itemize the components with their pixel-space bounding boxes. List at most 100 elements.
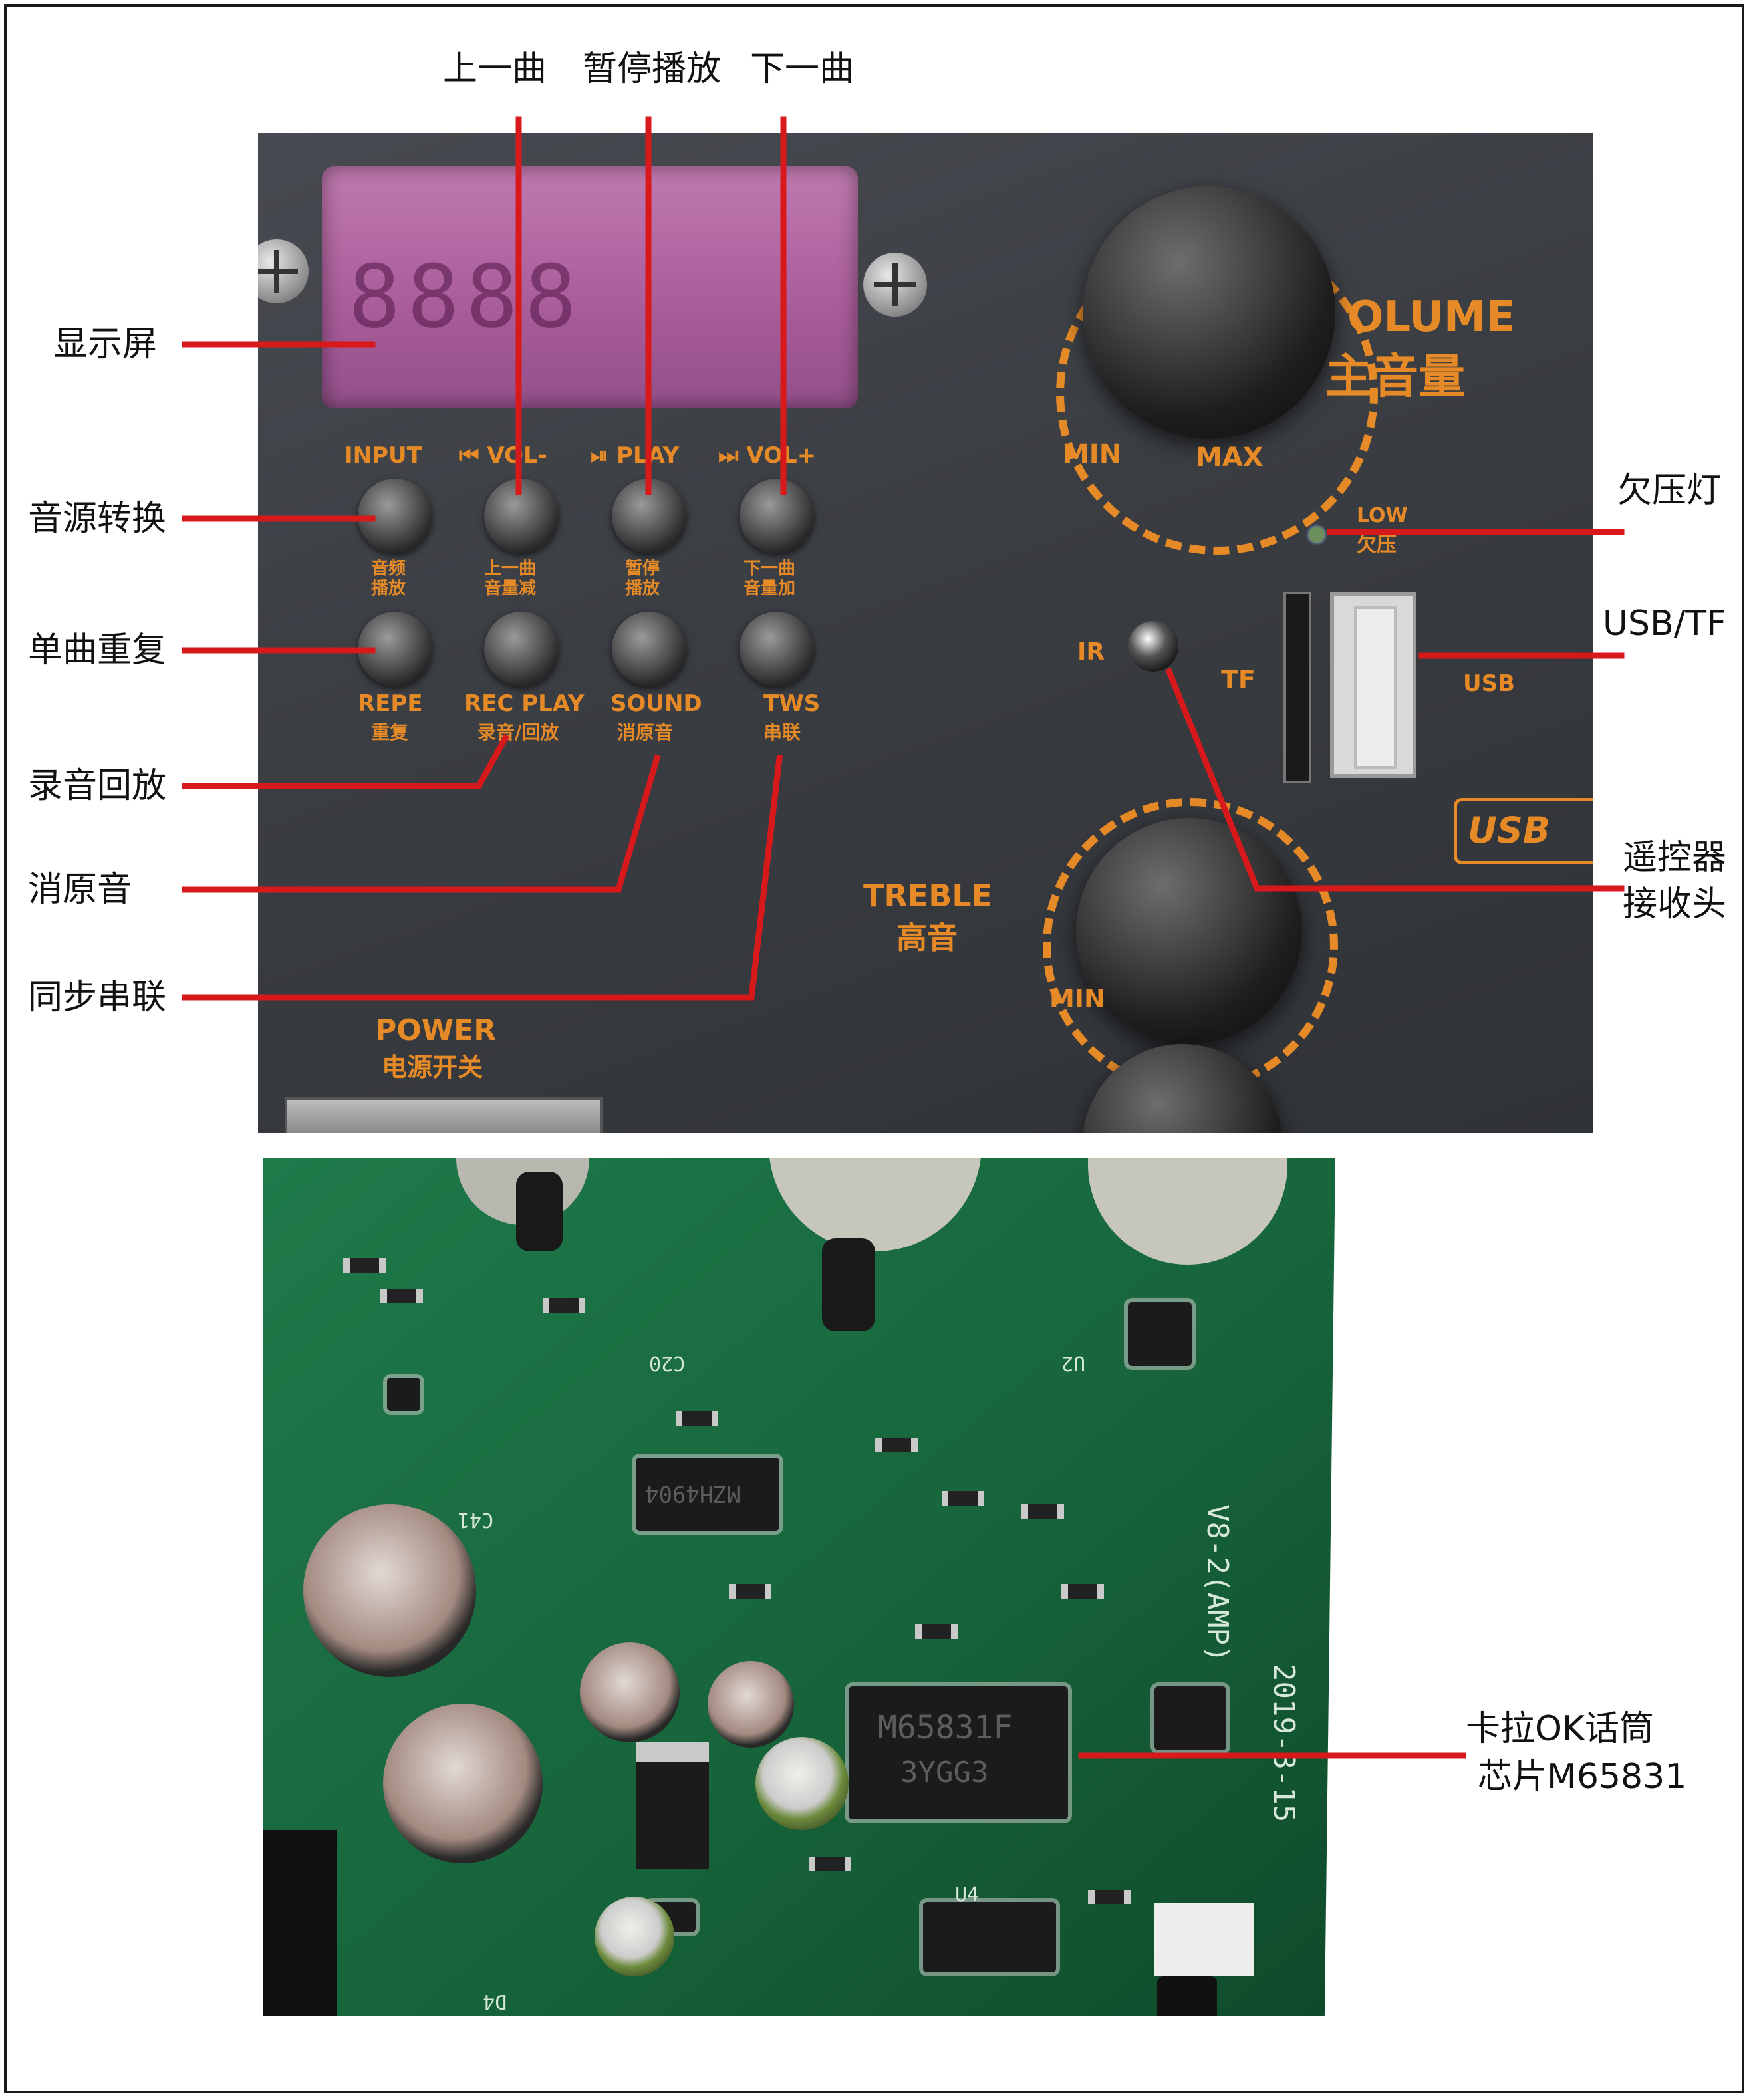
smd-component — [1021, 1504, 1064, 1519]
label-input-cn2: 播放 — [371, 579, 406, 598]
label-sound: SOUND — [610, 690, 702, 717]
chip-right — [1154, 1686, 1226, 1750]
label-play: ⏯ PLAY — [591, 442, 680, 469]
smd-component — [543, 1298, 585, 1313]
image-border — [4, 4, 1744, 2093]
capacitor-med-1 — [580, 1642, 680, 1742]
label-volume-min: MIN — [1063, 439, 1122, 469]
mic-connector[interactable] — [1154, 1903, 1254, 1976]
callout-record-playback: 录音回放 — [28, 766, 167, 806]
line-vocal-cut — [182, 754, 661, 893]
line-record-playback — [182, 733, 510, 789]
label-play-cn2: 播放 — [625, 579, 660, 598]
label-volume-max: MAX — [1196, 442, 1264, 473]
callout-ir-receiver-2: 接收头 — [1623, 884, 1727, 924]
lcd-segments: 8888 — [348, 246, 584, 347]
label-tws-cn: 串联 — [763, 722, 801, 743]
smd-component — [809, 1857, 851, 1871]
capacitor-large-2 — [383, 1704, 543, 1863]
callout-mic-chip-1: 卡拉OK话筒 — [1466, 1709, 1655, 1749]
callout-usb-tf: USB/TF — [1603, 604, 1726, 644]
usb-logo-text: USB — [1468, 809, 1550, 851]
tws-button[interactable] — [740, 612, 814, 686]
capacitor-med-2 — [708, 1661, 794, 1748]
volume-knob[interactable] — [1083, 186, 1335, 439]
label-power: POWER — [375, 1013, 497, 1047]
capacitor-large-1 — [303, 1504, 476, 1677]
label-low-cn: 欠压 — [1357, 533, 1397, 557]
label-prev-cn: 上一曲 音量减 — [484, 559, 536, 598]
chip-u2 — [1128, 1302, 1192, 1366]
usb-logo: USB — [1454, 798, 1593, 864]
screw-left — [258, 239, 309, 303]
pcb-photo: M65831F 3YGG3 MZH4904 V8-2(AMP) 2019-3-1… — [263, 1158, 1335, 2016]
label-repe: REPE — [358, 690, 423, 717]
connector-wire — [1157, 1976, 1217, 2016]
voltage-regulator — [636, 1742, 709, 1869]
silk-u4: U4 — [955, 1883, 980, 1906]
label-prev-vol: ⏮ VOL- — [459, 442, 547, 469]
capacitor-upright-1 — [516, 1172, 563, 1251]
ir-receiver — [1128, 621, 1178, 672]
usb-port[interactable] — [1330, 592, 1416, 778]
label-next-cn: 下一曲 音量加 — [743, 559, 795, 598]
smd-component — [915, 1624, 958, 1639]
label-next-cn2: 音量加 — [743, 579, 796, 598]
control-panel-photo: 8888 INPUT ⏮ VOL- ⏯ PLAY ⏭ VOL+ 音频 播放 上一… — [258, 133, 1593, 1133]
callout-display: 显示屏 — [53, 325, 158, 364]
label-ir: IR — [1077, 638, 1105, 666]
label-input-cn1: 音频 — [371, 559, 406, 579]
chip-main-line2: 3YGG3 — [900, 1756, 989, 1789]
label-tws: TWS — [763, 690, 821, 717]
usb-port-tongue — [1354, 606, 1397, 769]
label-volume: OLUME — [1347, 293, 1516, 342]
capacitor-small-1 — [595, 1897, 674, 1976]
lcd-display: 8888 — [322, 166, 858, 408]
power-switch[interactable] — [285, 1097, 603, 1133]
smd-component — [343, 1258, 386, 1273]
callout-ir-receiver-1: 遥控器 — [1623, 838, 1727, 878]
label-prev-cn1: 上一曲 — [484, 559, 537, 579]
smd-component — [676, 1411, 718, 1426]
tf-card-slot[interactable] — [1283, 592, 1311, 783]
chip-main-line1: M65831F — [878, 1709, 1013, 1746]
transistor — [387, 1378, 420, 1411]
low-voltage-led — [1309, 527, 1325, 543]
label-rec-play: REC PLAY — [464, 690, 585, 717]
label-play-cn1: 暂停 — [625, 559, 660, 579]
smd-component — [942, 1491, 984, 1506]
callout-repeat-single: 单曲重复 — [28, 630, 167, 670]
label-low: LOW — [1357, 504, 1408, 527]
smd-component — [1088, 1890, 1131, 1904]
label-next-cn1: 下一曲 — [743, 559, 796, 579]
label-next-vol: ⏭ VOL+ — [718, 442, 817, 469]
capacitor-upright-2 — [822, 1238, 875, 1331]
line-sync-link — [182, 755, 783, 1001]
screw-right — [863, 253, 927, 317]
callout-prev-track: 上一曲 — [443, 49, 547, 89]
label-input-cn: 音频 播放 — [371, 559, 406, 598]
smd-component — [380, 1289, 423, 1303]
callout-mic-chip-2: 芯片M65831 — [1478, 1757, 1687, 1797]
label-power-cn: 电源开关 — [382, 1053, 483, 1082]
callout-next-track: 下一曲 — [750, 49, 855, 89]
callout-play-pause: 暂停播放 — [583, 49, 722, 89]
record-play-button[interactable] — [484, 612, 559, 686]
label-treble-min: MIN — [1049, 984, 1105, 1013]
callout-low-voltage: 欠压灯 — [1617, 471, 1722, 511]
treble-knob[interactable] — [1076, 818, 1302, 1044]
label-input: INPUT — [344, 442, 422, 469]
label-rec-play-cn: 录音/回放 — [477, 722, 559, 743]
label-usb: USB — [1463, 670, 1516, 697]
capacitor-med-3 — [755, 1737, 849, 1830]
callout-source-switch: 音源转换 — [28, 499, 167, 539]
label-tf: TF — [1221, 665, 1256, 694]
smd-component — [875, 1438, 918, 1452]
label-treble-cn: 高音 — [896, 920, 958, 956]
next-button[interactable] — [740, 479, 814, 553]
karaoke-chip-m65831: M65831F 3YGG3 — [849, 1686, 1068, 1819]
op-amp-chip: MZH4904 — [636, 1458, 779, 1531]
vocal-cut-button[interactable] — [612, 612, 686, 686]
smd-component — [729, 1584, 771, 1599]
